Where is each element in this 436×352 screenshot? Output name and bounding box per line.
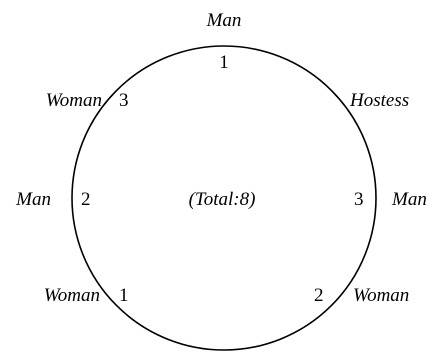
table-circle bbox=[71, 45, 377, 351]
seat-number-upper-left: 3 bbox=[119, 90, 129, 111]
seat-role-right: Man bbox=[391, 189, 427, 210]
total-label: (Total:8) bbox=[189, 189, 256, 210]
seat-role-lower-left: Woman bbox=[44, 285, 100, 306]
seat-number-top: 1 bbox=[219, 52, 229, 73]
seat-role-upper-right: Hostess bbox=[349, 90, 409, 111]
seat-role-lower-right: Woman bbox=[353, 285, 409, 306]
seat-role-top: Man bbox=[206, 10, 242, 31]
seat-number-lower-left: 1 bbox=[119, 285, 129, 306]
seat-role-upper-left: Woman bbox=[46, 90, 102, 111]
seat-number-right: 3 bbox=[354, 189, 364, 210]
seat-number-lower-right: 2 bbox=[314, 285, 324, 306]
seat-number-left: 2 bbox=[81, 189, 91, 210]
seat-role-left: Man bbox=[15, 189, 51, 210]
